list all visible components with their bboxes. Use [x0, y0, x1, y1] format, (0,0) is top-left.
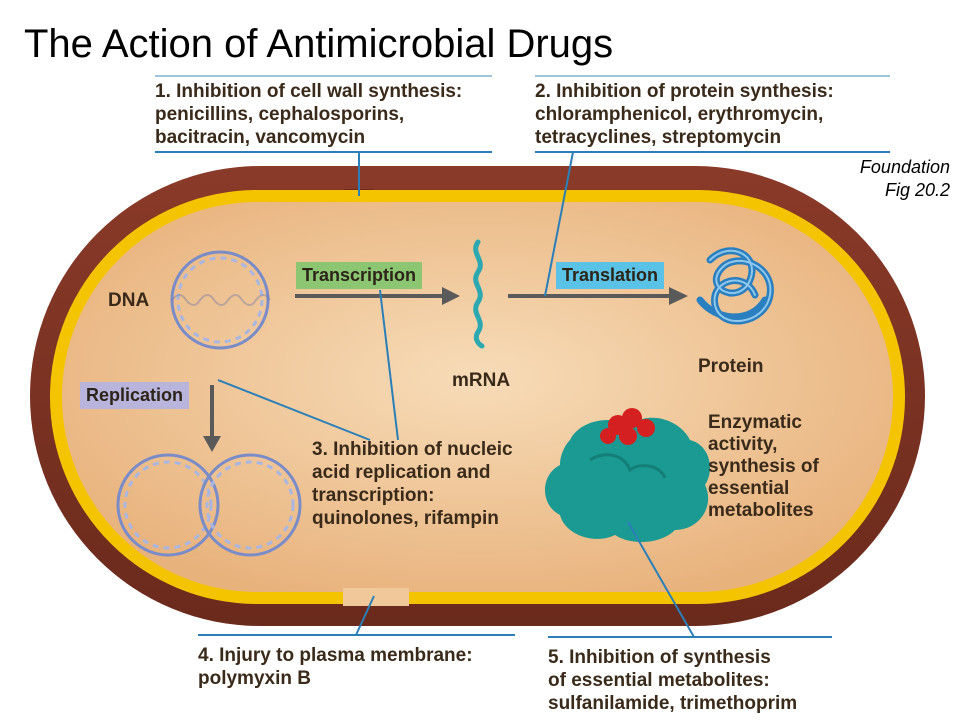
- page-title: The Action of Antimicrobial Drugs: [24, 22, 614, 66]
- callout4-line2: polymyxin B: [198, 668, 311, 689]
- enzyme-molecule: [545, 417, 710, 542]
- callout5-heading: Inhibition of synthesis: [569, 647, 771, 668]
- replication-tag: Replication: [80, 382, 190, 409]
- callout1-heading: Inhibition of cell wall synthesis:: [176, 81, 463, 102]
- membrane-gap: [343, 588, 409, 606]
- enzyme-label-line4: essential: [708, 478, 790, 499]
- leader-line-5: [627, 521, 695, 638]
- source-line-2: Fig 20.2: [884, 180, 950, 200]
- callout3-number: 3.: [312, 439, 328, 460]
- dna-label: DNA: [108, 290, 150, 311]
- callout1-line2: penicillins, cephalosporins,: [155, 104, 405, 125]
- leader-line-3a: [379, 289, 399, 441]
- enzyme-label-line1: Enzymatic: [708, 412, 802, 433]
- substrate-molecule: [600, 408, 655, 445]
- mrna-strand: [473, 239, 485, 349]
- callout3-line1: 3. Inhibition of nucleic: [312, 438, 513, 461]
- enzyme-label-line2: activity,: [708, 434, 778, 455]
- translation-arrowhead: [669, 287, 688, 305]
- dna-daughter-ring-left: [116, 453, 220, 557]
- callout2-heading: Inhibition of protein synthesis:: [556, 81, 834, 102]
- callout-protein-synthesis: 2. Inhibition of protein synthesis: chlo…: [535, 80, 834, 149]
- leader-line-4: [355, 595, 375, 636]
- translation-tag: Translation: [556, 262, 665, 289]
- callout2-number: 2.: [535, 81, 551, 102]
- leader-line-2: [544, 151, 574, 297]
- dna-daughter-ring-right: [198, 453, 302, 557]
- callout4-number: 4.: [198, 645, 214, 666]
- callout5-line1: 5. Inhibition of synthesis: [548, 646, 797, 669]
- enzyme-label-line3: synthesis of: [708, 456, 819, 477]
- callout3-heading: Inhibition of nucleic: [333, 439, 513, 460]
- transcription-tag: Transcription: [296, 262, 423, 289]
- callout1-line3: bacitracin, vancomycin: [155, 127, 366, 148]
- source-line-1: Foundation: [859, 157, 950, 177]
- protein-knot-highlight: [709, 249, 772, 322]
- protein-label: Protein: [698, 356, 764, 377]
- callout-cell-wall: 1. Inhibition of cell wall synthesis: pe…: [155, 80, 462, 149]
- figure-source: Foundation Fig 20.2: [860, 156, 950, 202]
- callout5-line3: sulfanilamide, trimethoprim: [548, 693, 798, 714]
- callout-metabolites: 5. Inhibition of synthesis of essential …: [548, 646, 797, 715]
- callout-nucleic-acid: 3. Inhibition of nucleic acid replicatio…: [312, 438, 513, 530]
- callout2-line1: 2. Inhibition of protein synthesis:: [535, 80, 834, 103]
- callout1-number: 1.: [155, 81, 171, 102]
- callout4-line1: 4. Injury to plasma membrane:: [198, 644, 473, 667]
- enzyme-shading: [589, 453, 667, 479]
- dna-ring: [170, 250, 271, 350]
- callout3-line4: quinolones, rifampin: [312, 508, 499, 529]
- callout2-line2: chloramphenicol, erythromycin,: [535, 104, 824, 125]
- replication-arrowhead: [203, 436, 221, 452]
- callout-plasma-membrane: 4. Injury to plasma membrane: polymyxin …: [198, 644, 473, 690]
- transcription-arrowhead: [442, 287, 460, 305]
- callout2-line3: tetracyclines, streptomycin: [535, 127, 782, 148]
- callout3-line2: acid replication and: [312, 462, 491, 483]
- mrna-label: mRNA: [452, 370, 511, 391]
- callout5-line2: of essential metabolites:: [548, 670, 770, 691]
- callout3-line3: transcription:: [312, 485, 435, 506]
- leader-line-3b: [217, 379, 371, 441]
- callout1-line1: 1. Inhibition of cell wall synthesis:: [155, 80, 462, 103]
- callout4-heading: Injury to plasma membrane:: [219, 645, 473, 666]
- enzyme-label: Enzymatic activity, synthesis of essenti…: [708, 412, 819, 522]
- enzyme-label-line5: metabolites: [708, 500, 814, 521]
- callout5-number: 5.: [548, 647, 564, 668]
